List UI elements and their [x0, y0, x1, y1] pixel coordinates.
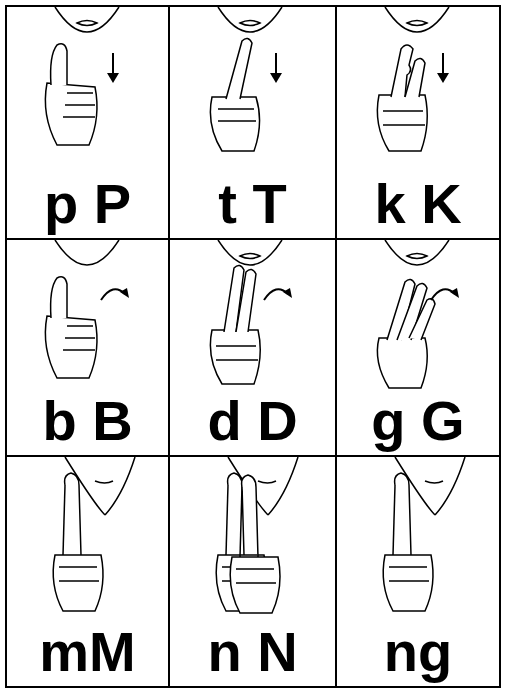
- sign-cell: b B: [5, 238, 170, 457]
- sign-cell: g G: [335, 238, 501, 457]
- letter-label: mM: [7, 624, 168, 680]
- sign-cell: d D: [168, 238, 337, 457]
- sign-cell: p P: [5, 5, 170, 240]
- sign-cell: k K: [335, 5, 501, 240]
- sign-cell: n N: [168, 455, 337, 688]
- letter-label: t T: [170, 176, 335, 232]
- letter-label: k K: [337, 176, 499, 232]
- letter-label: g G: [337, 393, 499, 449]
- letter-label: ng: [337, 624, 499, 680]
- letter-label: d D: [170, 393, 335, 449]
- sign-cell: mM: [5, 455, 170, 688]
- sign-cell: ng: [335, 455, 501, 688]
- letter-label: n N: [170, 624, 335, 680]
- letter-label: b B: [7, 393, 168, 449]
- letter-label: p P: [7, 176, 168, 232]
- sign-cell: t T: [168, 5, 337, 240]
